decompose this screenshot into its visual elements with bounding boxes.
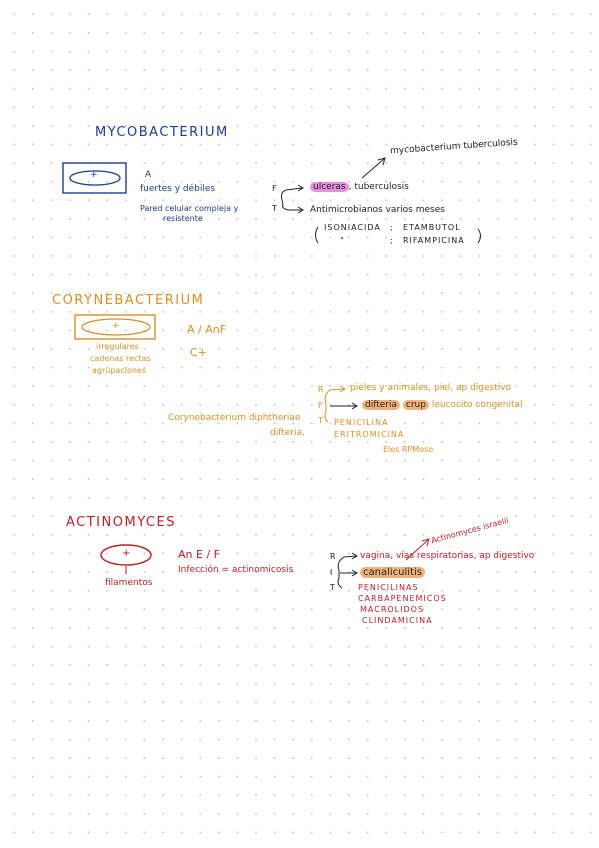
mycobacterium-drug-bracket-left xyxy=(315,226,319,244)
corynebacterium-oxygen: A / AnF xyxy=(187,323,227,336)
actinomyces-branch-i: I xyxy=(330,568,333,577)
actinomyces-oxygen: An E / F xyxy=(178,548,220,561)
mycobacterium-disease-rest: , tuberculosis xyxy=(348,182,409,192)
corynebacterium-gram: C+ xyxy=(190,346,207,359)
corynebacterium-rest: leucocito congenital xyxy=(431,400,523,410)
mycobacterium-drug-bracket-right xyxy=(477,228,481,244)
mycobacterium-drug1: ISONIACIDA xyxy=(324,223,381,232)
corynebacterium-branch-t: T xyxy=(318,416,323,425)
mycobacterium-semicolon-2: ; xyxy=(390,236,394,245)
corynebacterium-branch-f: F xyxy=(318,401,323,410)
mycobacterium-line3: resistente xyxy=(163,214,203,223)
corynebacterium-title: CORYNEBACTERIUM xyxy=(52,293,205,308)
actinomyces-highlight-line: canaliculitis xyxy=(360,567,425,578)
actinomyces-shape: filamentos xyxy=(105,578,153,588)
corynebacterium-arrow-r xyxy=(329,388,345,391)
actinomyces-drug1: PENICILINAS xyxy=(358,583,419,592)
corynebacterium-desc1: irregulares xyxy=(96,342,139,351)
mycobacterium-species-arrow xyxy=(361,158,385,179)
mycobacterium-ditto: " xyxy=(340,236,345,245)
actinomyces-drug2: CARBAPENEMICOS xyxy=(358,594,447,603)
mycobacterium-treatment: Antimicrobianos varios meses xyxy=(310,205,445,215)
mycobacterium-branch-t: T xyxy=(272,204,277,213)
mycobacterium-line1: fuertes y débiles xyxy=(140,184,216,194)
corynebacterium-highlight2: crup xyxy=(402,400,429,410)
corynebacterium-branch-r: R xyxy=(318,385,324,394)
mycobacterium-cell-sign: + xyxy=(90,170,98,180)
actinomyces-side-note: Actinomyces israelii xyxy=(430,515,510,546)
corynebacterium-drug3: Eles RPMoso xyxy=(383,445,434,454)
corynebacterium-species: Corynebacterium diphtheriae xyxy=(168,413,301,423)
mycobacterium-arrow-f xyxy=(285,187,303,191)
mycobacterium-species: mycobacterium tuberculosis xyxy=(389,137,519,157)
mycobacterium-drug3: RIFAMPICINA xyxy=(403,236,465,245)
actinomyces-branch-t: T xyxy=(330,583,335,592)
mycobacterium-branch-f: F xyxy=(272,184,277,193)
corynebacterium-reservoir: pieles y animales, piel, ap digestivo xyxy=(350,383,512,393)
actinomyces-arrow-r xyxy=(343,555,357,558)
corynebacterium-bracket xyxy=(324,389,331,423)
actinomyces-infection: Infección = actinomicosis xyxy=(178,565,294,575)
actinomyces-title: ACTINOMYCES xyxy=(66,515,176,530)
corynebacterium-drug2: ERITROMICINA xyxy=(334,430,405,439)
mycobacterium-drug2: ETAMBUTOL xyxy=(403,223,461,232)
actinomyces-reservoir: vagina, vías respiratorias, ap digestivo xyxy=(360,551,535,561)
corynebacterium-cell-sign: + xyxy=(112,321,120,331)
mycobacterium-disease-highlight: ulceras xyxy=(310,182,349,192)
actinomyces-drug4: CLINDAMICINA xyxy=(362,616,433,625)
actinomyces-bracket xyxy=(337,556,345,589)
corynebacterium-disease: difteria, xyxy=(270,428,305,438)
actinomyces-cell-sign: + xyxy=(122,548,131,559)
corynebacterium-desc2: cadenas rectas xyxy=(90,354,151,363)
mycobacterium-aerobic: A xyxy=(145,170,152,180)
corynebacterium-highlight1: difteria xyxy=(362,400,401,410)
mycobacterium-title: MYCOBACTERIUM xyxy=(95,125,229,140)
actinomyces-highlight: canaliculitis xyxy=(360,567,425,578)
mycobacterium-semicolon-1: ; xyxy=(390,223,394,232)
mycobacterium-branch-bracket xyxy=(281,189,289,211)
actinomyces-branch-r: R xyxy=(330,552,336,561)
actinomyces-drug3: MACROLIDOS xyxy=(360,605,425,614)
mycobacterium-disease: ulceras, tuberculosis xyxy=(310,182,409,192)
corynebacterium-desc3: agrupaciones xyxy=(92,366,146,375)
mycobacterium-line2: Pared celular compleja y xyxy=(140,204,239,213)
corynebacterium-drug1: PENICILINA xyxy=(334,418,389,427)
corynebacterium-highlights: difteria crup leucocito congenital xyxy=(362,400,523,410)
